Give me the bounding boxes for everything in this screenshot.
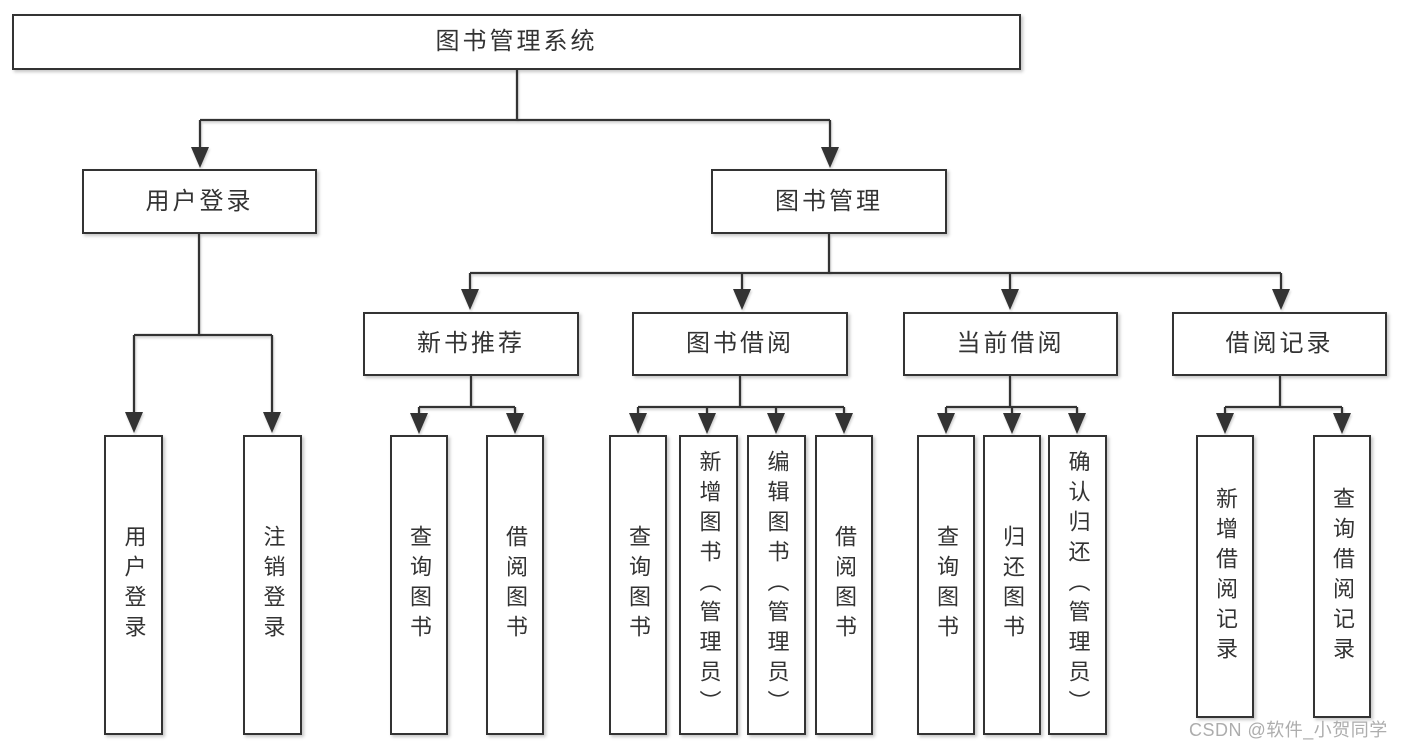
node-root-label: 图书管理系统 [435,28,598,55]
leaf-edit-book: 编辑图书（管理员） [747,435,806,735]
edge-user-login [132,234,274,415]
csdn-watermark: CSDN @软件_小贺同学 [1189,720,1388,740]
leaf-query-record-label: 查询借阅记录 [1330,486,1355,667]
edge-borrow-records [1223,376,1344,415]
leaf-borrow-book-1-label: 借阅图书 [503,525,528,645]
leaf-borrow-book-2-label: 借阅图书 [832,525,857,645]
leaf-user-login-label: 用户登录 [121,525,147,645]
leaf-query-book-3: 查询图书 [917,435,975,735]
edge-current-borrow [944,376,1079,415]
edge-new-book-rec [417,376,517,415]
edge-book-mgmt [468,234,1283,291]
leaf-borrow-book-1: 借阅图书 [486,435,544,735]
leaf-logout: 注销登录 [243,435,302,735]
leaf-borrow-book-2: 借阅图书 [815,435,873,735]
node-new-book-rec: 新书推荐 [363,312,579,376]
leaf-logout-label: 注销登录 [260,525,286,645]
leaf-query-book-1: 查询图书 [390,435,448,735]
leaf-edit-book-label: 编辑图书（管理员） [764,450,790,720]
node-book-borrow-label: 图书借阅 [686,330,794,357]
edge-book-borrow [636,376,846,415]
node-borrow-records-label: 借阅记录 [1225,330,1334,357]
leaf-query-book-3-label: 查询图书 [934,525,959,645]
node-user-login: 用户登录 [82,169,317,234]
leaf-query-book-2: 查询图书 [609,435,667,735]
leaf-query-book-1-label: 查询图书 [407,525,432,645]
node-book-borrow: 图书借阅 [632,312,848,376]
leaf-confirm-return: 确认归还（管理员） [1048,435,1107,735]
node-user-login-label: 用户登录 [145,187,254,215]
node-book-mgmt-label: 图书管理 [775,187,883,215]
arrowheads [125,147,1351,434]
node-current-borrow: 当前借阅 [903,312,1118,376]
leaf-return-book: 归还图书 [983,435,1041,735]
leaf-confirm-return-label: 确认归还（管理员） [1065,450,1091,720]
edge-root [198,70,832,150]
leaf-add-book: 新增图书（管理员） [679,435,738,735]
leaf-query-book-2-label: 查询图书 [626,525,651,645]
leaf-return-book-label: 归还图书 [1000,525,1025,645]
leaf-user-login: 用户登录 [104,435,163,735]
leaf-add-record-label: 新增借阅记录 [1213,486,1238,667]
node-new-book-rec-label: 新书推荐 [417,330,525,357]
leaf-query-record: 查询借阅记录 [1313,435,1371,718]
node-book-mgmt: 图书管理 [711,169,947,234]
leaf-add-record: 新增借阅记录 [1196,435,1254,718]
node-root: 图书管理系统 [12,14,1021,70]
leaf-add-book-label: 新增图书（管理员） [696,450,722,720]
node-current-borrow-label: 当前借阅 [956,330,1065,357]
node-borrow-records: 借阅记录 [1172,312,1387,376]
